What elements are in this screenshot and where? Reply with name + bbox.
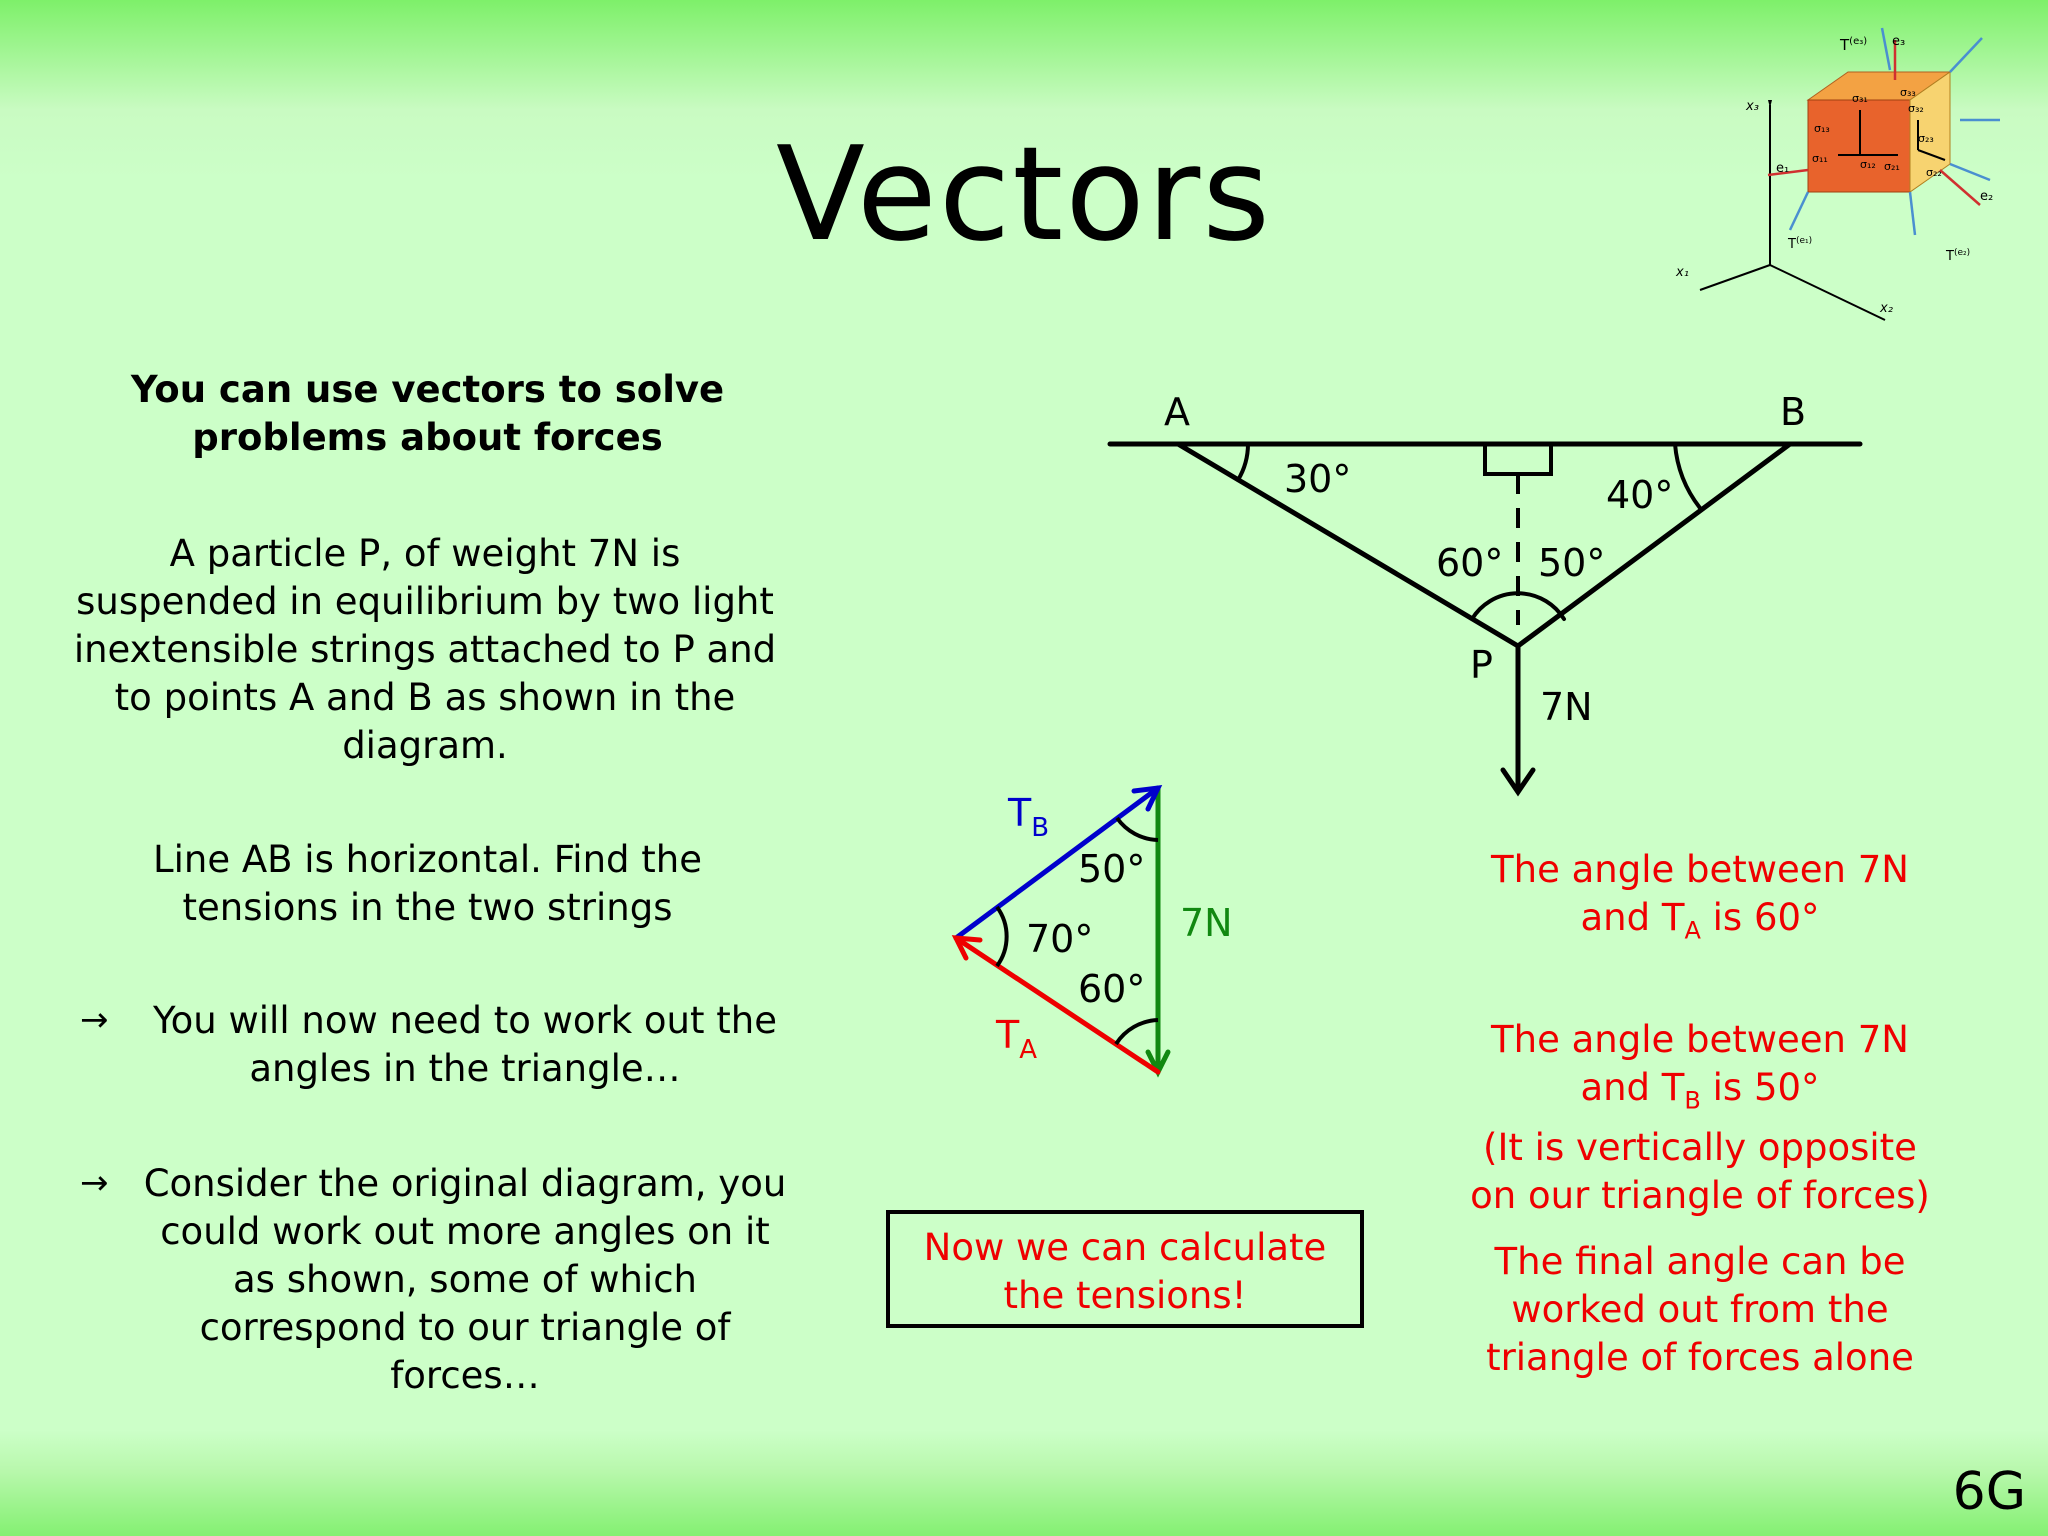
x2-label: x₂ xyxy=(1879,301,1893,316)
bullet-point: You will now need to work out the angles… xyxy=(140,997,790,1093)
angle-arc-top xyxy=(1115,816,1159,842)
note-line: worked out from the xyxy=(1511,1288,1889,1331)
ta-label: TA xyxy=(995,1013,1037,1065)
note-line: and TB is 50° xyxy=(1580,1066,1820,1115)
text-line: inextensible strings attached to P and xyxy=(73,628,777,671)
angle-b-label: 40° xyxy=(1606,473,1673,517)
problem-statement: A particle P, of weight 7N is suspended … xyxy=(60,530,790,770)
sigma32-label: σ₃₂ xyxy=(1908,102,1924,115)
page-number: 6G xyxy=(1952,1462,2026,1522)
text-line: You will now need to work out the xyxy=(152,999,777,1042)
arrow-bullet-icon: → xyxy=(80,1000,109,1040)
text-line: diagram. xyxy=(342,724,508,767)
text-line: forces… xyxy=(390,1354,540,1397)
text-line: to points A and B as shown in the xyxy=(114,676,736,719)
angle-arc-p xyxy=(1470,591,1566,621)
e3-label: e₃ xyxy=(1892,34,1905,49)
sigma22-label: σ₂₂ xyxy=(1926,166,1942,179)
force-triangle: TB TA 7N 50° 70° 60° xyxy=(951,784,1233,1078)
weight-arrowhead xyxy=(1500,767,1536,797)
note-line: and TA is 60° xyxy=(1580,896,1820,945)
callout-line: Now we can calculate xyxy=(923,1226,1327,1269)
angle-arc-a xyxy=(1236,442,1250,482)
sigma13-label: σ₁₃ xyxy=(1814,122,1830,135)
text-line: A particle P, of weight 7N is xyxy=(169,532,681,575)
t-e2-label: T(e₂) xyxy=(1945,248,1970,264)
text-line: correspond to our triangle of xyxy=(199,1306,731,1349)
text-line: suspended in equilibrium by two light xyxy=(76,580,774,623)
right-angle-mark xyxy=(1483,442,1553,476)
text-line: as shown, some of which xyxy=(233,1258,697,1301)
note-line: The angle between 7N xyxy=(1491,848,1909,891)
note-final-angle: The final angle can be worked out from t… xyxy=(1440,1238,1960,1382)
bullet-point: Consider the original diagram, you could… xyxy=(140,1160,790,1400)
x3-label: x₃ xyxy=(1745,99,1759,114)
stress-cube-illustration: T(e₃) e₃ x₃ e₁ e₂ T(e₁) T(e₂) x₁ x₂ σ₃₁ … xyxy=(1675,27,2000,321)
angle-top-label: 50° xyxy=(1078,847,1145,891)
axis-x2 xyxy=(1769,264,1886,321)
problem-question: Line AB is horizontal. Find the tensions… xyxy=(70,836,785,932)
t-e1-label: T(e₁) xyxy=(1787,236,1812,252)
label-a: A xyxy=(1164,390,1190,434)
weight-label: 7N xyxy=(1540,685,1593,729)
angle-arc-bottom xyxy=(1114,1018,1159,1046)
label-p: P xyxy=(1470,643,1493,687)
page-title: Vectors xyxy=(776,118,1272,270)
text-line: Line AB is horizontal. Find the xyxy=(152,838,702,881)
tb-arrowhead xyxy=(1131,784,1163,812)
note-angle-ta: The angle between 7N and TA is 60° xyxy=(1440,846,1960,954)
section-heading: You can use vectors to solve problems ab… xyxy=(70,366,785,462)
heading-line: You can use vectors to solve xyxy=(130,368,725,411)
note-line: triangle of forces alone xyxy=(1486,1336,1914,1379)
sigma33-label: σ₃₃ xyxy=(1900,86,1916,99)
sigma31-label: σ₃₁ xyxy=(1852,92,1868,105)
e1-label: e₁ xyxy=(1776,161,1789,176)
ta-vector xyxy=(953,935,1161,1075)
tb-vector xyxy=(953,785,1161,941)
angle-arc-left xyxy=(995,905,1009,968)
callout-box: Now we can calculate the tensions! xyxy=(886,1210,1364,1328)
string-diagram: A B 30° 40° 60° 50° P 7N xyxy=(1107,390,1863,797)
note-angle-tb: The angle between 7N and TB is 50° (It i… xyxy=(1440,1016,1960,1220)
note-line: (It is vertically opposite xyxy=(1483,1126,1917,1170)
weight-label: 7N xyxy=(1180,901,1233,945)
note-line: on our triangle of forces) xyxy=(1470,1174,1930,1218)
x1-label: x₁ xyxy=(1675,265,1689,280)
angle-arc-b xyxy=(1673,442,1702,510)
angle-bottom-label: 60° xyxy=(1078,967,1145,1011)
sigma11-label: σ₁₁ xyxy=(1812,152,1828,165)
sigma12-label: σ₁₂ xyxy=(1860,158,1876,171)
sigma23-label: σ₂₃ xyxy=(1918,132,1934,145)
axis-x1 xyxy=(1699,264,1771,291)
callout-line: the tensions! xyxy=(1003,1274,1247,1317)
note-line: The final angle can be xyxy=(1494,1240,1906,1283)
angle-p-left-label: 60° xyxy=(1436,541,1503,585)
string-ap xyxy=(1175,441,1521,649)
ta-arrowhead xyxy=(951,935,983,961)
text-line: tensions in the two strings xyxy=(182,886,673,929)
e2-label: e₂ xyxy=(1980,189,1993,204)
angle-a-label: 30° xyxy=(1284,457,1351,501)
string-bp xyxy=(1515,441,1793,649)
sigma21-label: σ₂₁ xyxy=(1884,160,1900,173)
text-line: could work out more angles on it xyxy=(160,1210,770,1253)
heading-line: problems about forces xyxy=(192,416,663,459)
arrow-bullet-icon: → xyxy=(80,1163,109,1203)
text-line: Consider the original diagram, you xyxy=(143,1162,787,1205)
angle-left-label: 70° xyxy=(1026,917,1093,961)
note-line: The angle between 7N xyxy=(1491,1018,1909,1061)
angle-p-right-label: 50° xyxy=(1538,541,1605,585)
tb-label: TB xyxy=(1007,791,1049,843)
label-b: B xyxy=(1780,390,1806,434)
t-e3-label: T(e₃) xyxy=(1839,36,1867,54)
text-line: angles in the triangle… xyxy=(249,1047,681,1090)
